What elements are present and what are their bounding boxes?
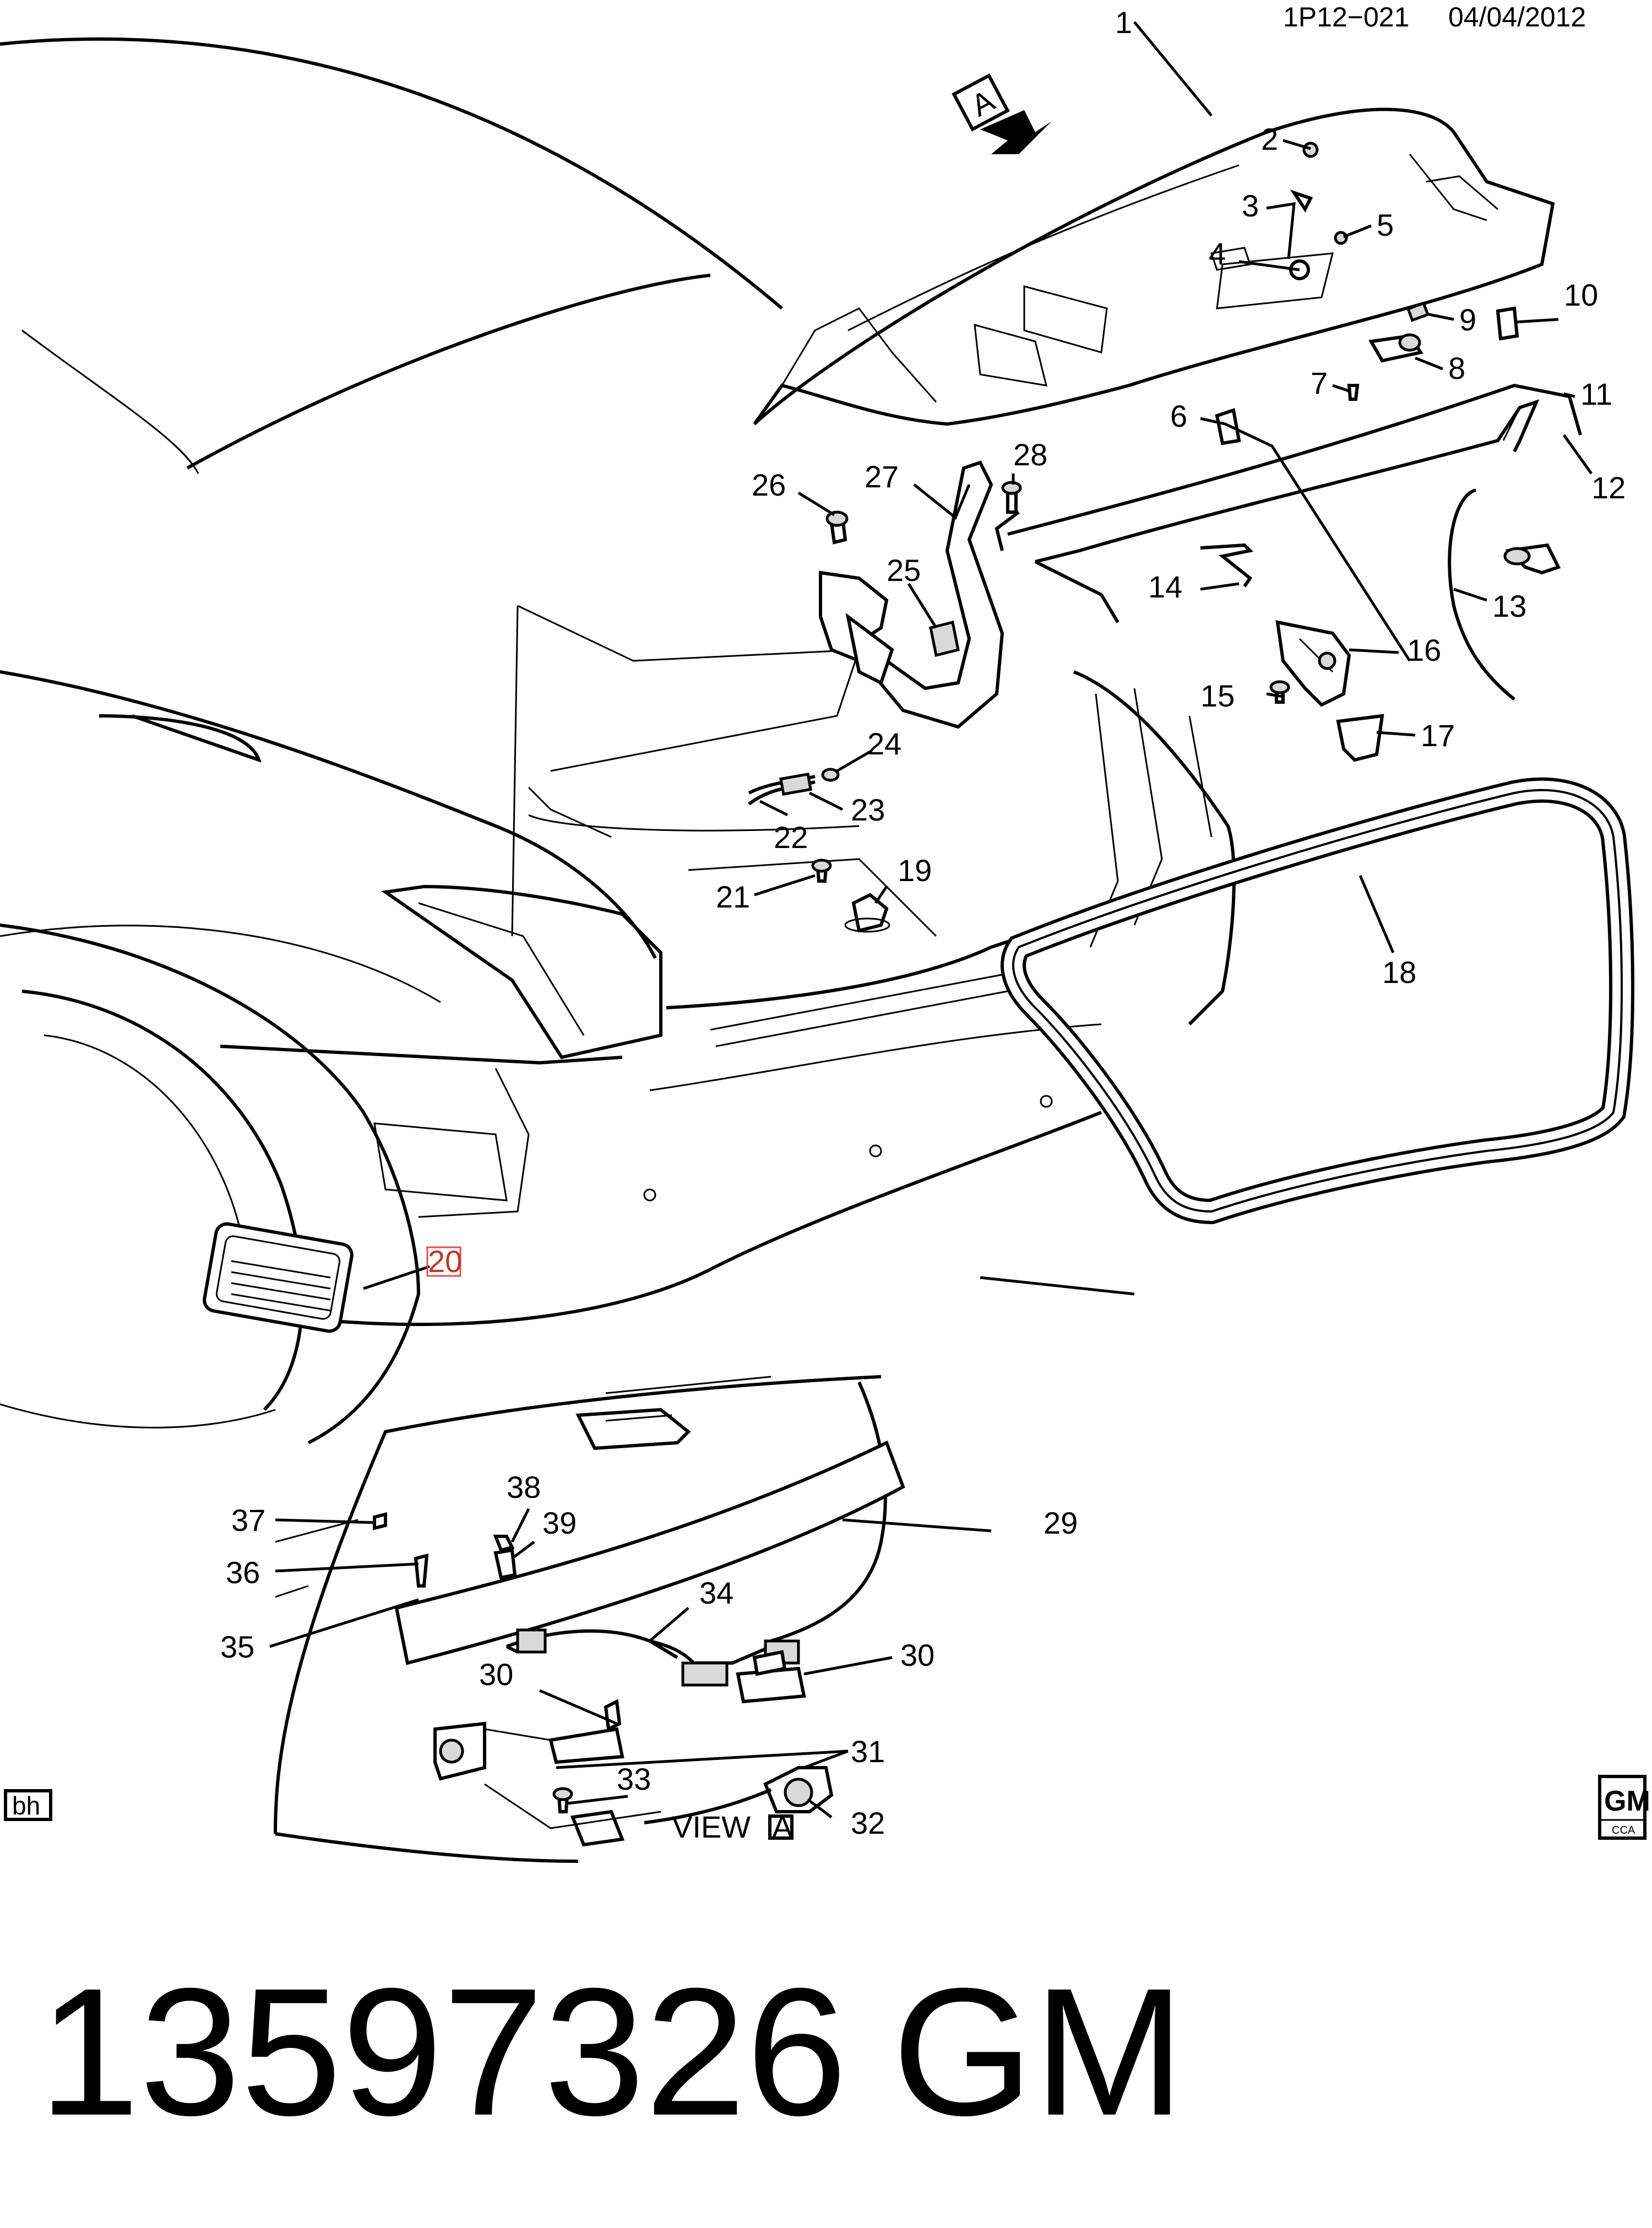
corner-badge-box	[4, 1789, 52, 1821]
leader-lines	[269, 21, 1593, 1818]
part-number: 13597326	[39, 1950, 847, 2153]
callout-9: 9	[1459, 302, 1476, 337]
illustration-code: 1P12−021	[1283, 2, 1409, 32]
callout-35: 35	[220, 1629, 254, 1664]
torsion-rods	[995, 383, 1582, 623]
callout-14: 14	[1148, 569, 1182, 604]
callout-2: 2	[1261, 122, 1278, 156]
callout-1: 1	[1115, 5, 1132, 40]
small-fasteners	[748, 142, 1519, 933]
callout-23: 23	[851, 792, 885, 827]
view-direction-arrow-icon: A	[952, 73, 1052, 154]
callout-24: 24	[867, 726, 901, 761]
vehicle-body-outline	[0, 37, 1236, 1444]
callout-29: 29	[1044, 1506, 1078, 1540]
callout-30-lower: 30	[479, 1657, 513, 1692]
illustration-date: 04/04/2012	[1448, 2, 1586, 32]
gm-cca-logo-icon: GM CCA	[1598, 1775, 1650, 1840]
callout-5: 5	[1377, 208, 1394, 242]
callout-21: 21	[716, 879, 750, 914]
callout-32: 32	[851, 1806, 885, 1840]
callout-27: 27	[865, 459, 899, 494]
weatherstrip-seal	[1001, 777, 1634, 1225]
callout-11: 11	[1580, 377, 1612, 411]
callout-34: 34	[699, 1575, 733, 1610]
callout-30-upper: 30	[900, 1638, 934, 1672]
callout-26: 26	[752, 468, 786, 502]
callout-25: 25	[887, 553, 921, 588]
callout-36: 36	[226, 1555, 260, 1590]
callout-13: 13	[1492, 589, 1526, 623]
callout-17: 17	[1421, 718, 1455, 753]
part-brand: GM	[892, 1950, 1185, 2153]
view-caption-text: VIEW	[672, 1809, 751, 1844]
license-plate-lamp-housing	[203, 1222, 354, 1333]
callout-16: 16	[1407, 633, 1441, 667]
callout-8: 8	[1448, 351, 1465, 385]
deck-lid-hinge-assembly	[819, 460, 1022, 729]
callout-38: 38	[507, 1470, 541, 1504]
callout-31: 31	[851, 1734, 885, 1769]
view-a-inset	[274, 1375, 905, 1863]
callout-18: 18	[1382, 955, 1416, 990]
logo-brand: GM	[1604, 1785, 1650, 1817]
callout-20: 20	[428, 1244, 462, 1279]
callout-39: 39	[542, 1506, 577, 1540]
callout-4: 4	[1209, 236, 1226, 271]
logo-sub: CCA	[1612, 1824, 1635, 1836]
callout-37: 37	[231, 1503, 265, 1537]
callout-6: 6	[1170, 399, 1187, 433]
callout-19: 19	[898, 853, 932, 888]
callouts: 1 2 3 4 5 6 7 8 9 10 11 12 13 14 15 16 1…	[220, 5, 1626, 1840]
callout-3: 3	[1242, 188, 1259, 223]
callout-20-highlight-box	[426, 1246, 461, 1277]
callout-22: 22	[774, 820, 808, 855]
latch-assembly	[1200, 488, 1561, 762]
deck-lid	[753, 107, 1555, 426]
callout-33: 33	[617, 1762, 651, 1796]
callout-10: 10	[1564, 278, 1598, 312]
callout-15: 15	[1200, 678, 1235, 713]
callout-12: 12	[1591, 470, 1626, 505]
callout-7: 7	[1311, 366, 1328, 400]
callout-28: 28	[1013, 437, 1047, 472]
corner-badge: bh	[12, 1791, 40, 1820]
view-caption-marker: A	[772, 1809, 793, 1844]
